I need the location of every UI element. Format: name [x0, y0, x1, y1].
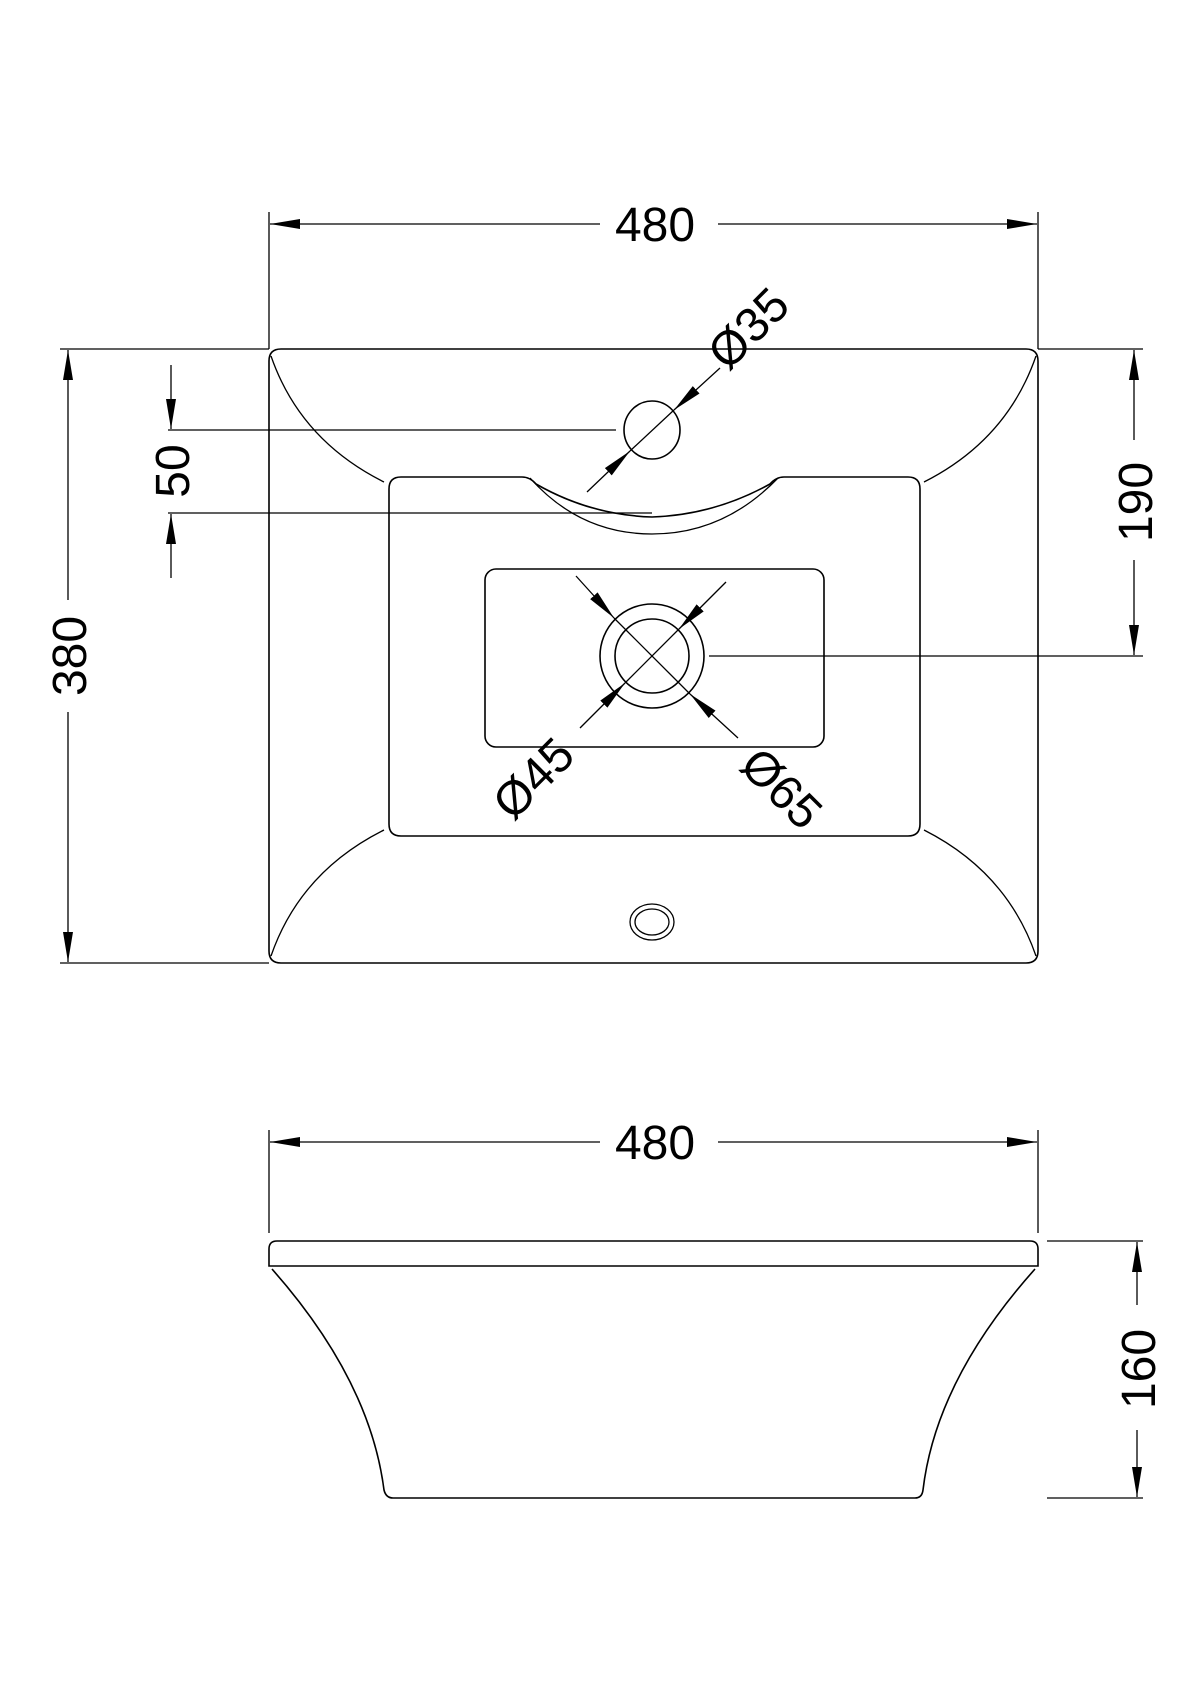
- body-outline: [271, 1268, 1036, 1499]
- side-view: 480 160: [268, 1117, 1166, 1499]
- waste-inner-diameter-label: Ø45: [483, 728, 585, 830]
- overflow-outer: [629, 903, 675, 941]
- overflow-inner: [634, 908, 670, 936]
- waste-inner: [614, 618, 690, 694]
- bowl-inner-outline: [388, 476, 921, 837]
- plan-depth-label: 380: [44, 616, 97, 696]
- rim-outline: [268, 1240, 1039, 1267]
- notch-curve: [529, 477, 779, 535]
- bowl-curve-bottom-left: [270, 829, 385, 957]
- tap-hole-offset-label: 50: [147, 444, 200, 497]
- waste-offset-label: 190: [1110, 462, 1163, 542]
- bowl-curve-bottom-right: [923, 829, 1037, 957]
- side-width-label: 480: [615, 1117, 695, 1170]
- plan-view: 480 380 50 190 Ø35 Ø45 Ø65: [44, 199, 1163, 964]
- side-height-label: 160: [1113, 1329, 1166, 1409]
- basin-floor-outline: [484, 568, 825, 748]
- bowl-curve-top-left: [270, 355, 385, 483]
- plan-width-label: 480: [615, 199, 695, 252]
- tap-hole-diameter-label: Ø35: [698, 278, 800, 380]
- waste-outer-diameter-label: Ø65: [730, 738, 832, 840]
- waste-outer: [599, 603, 705, 709]
- basin-outline: [268, 348, 1039, 964]
- tap-hole: [623, 400, 681, 460]
- bowl-curve-top-right: [923, 355, 1037, 483]
